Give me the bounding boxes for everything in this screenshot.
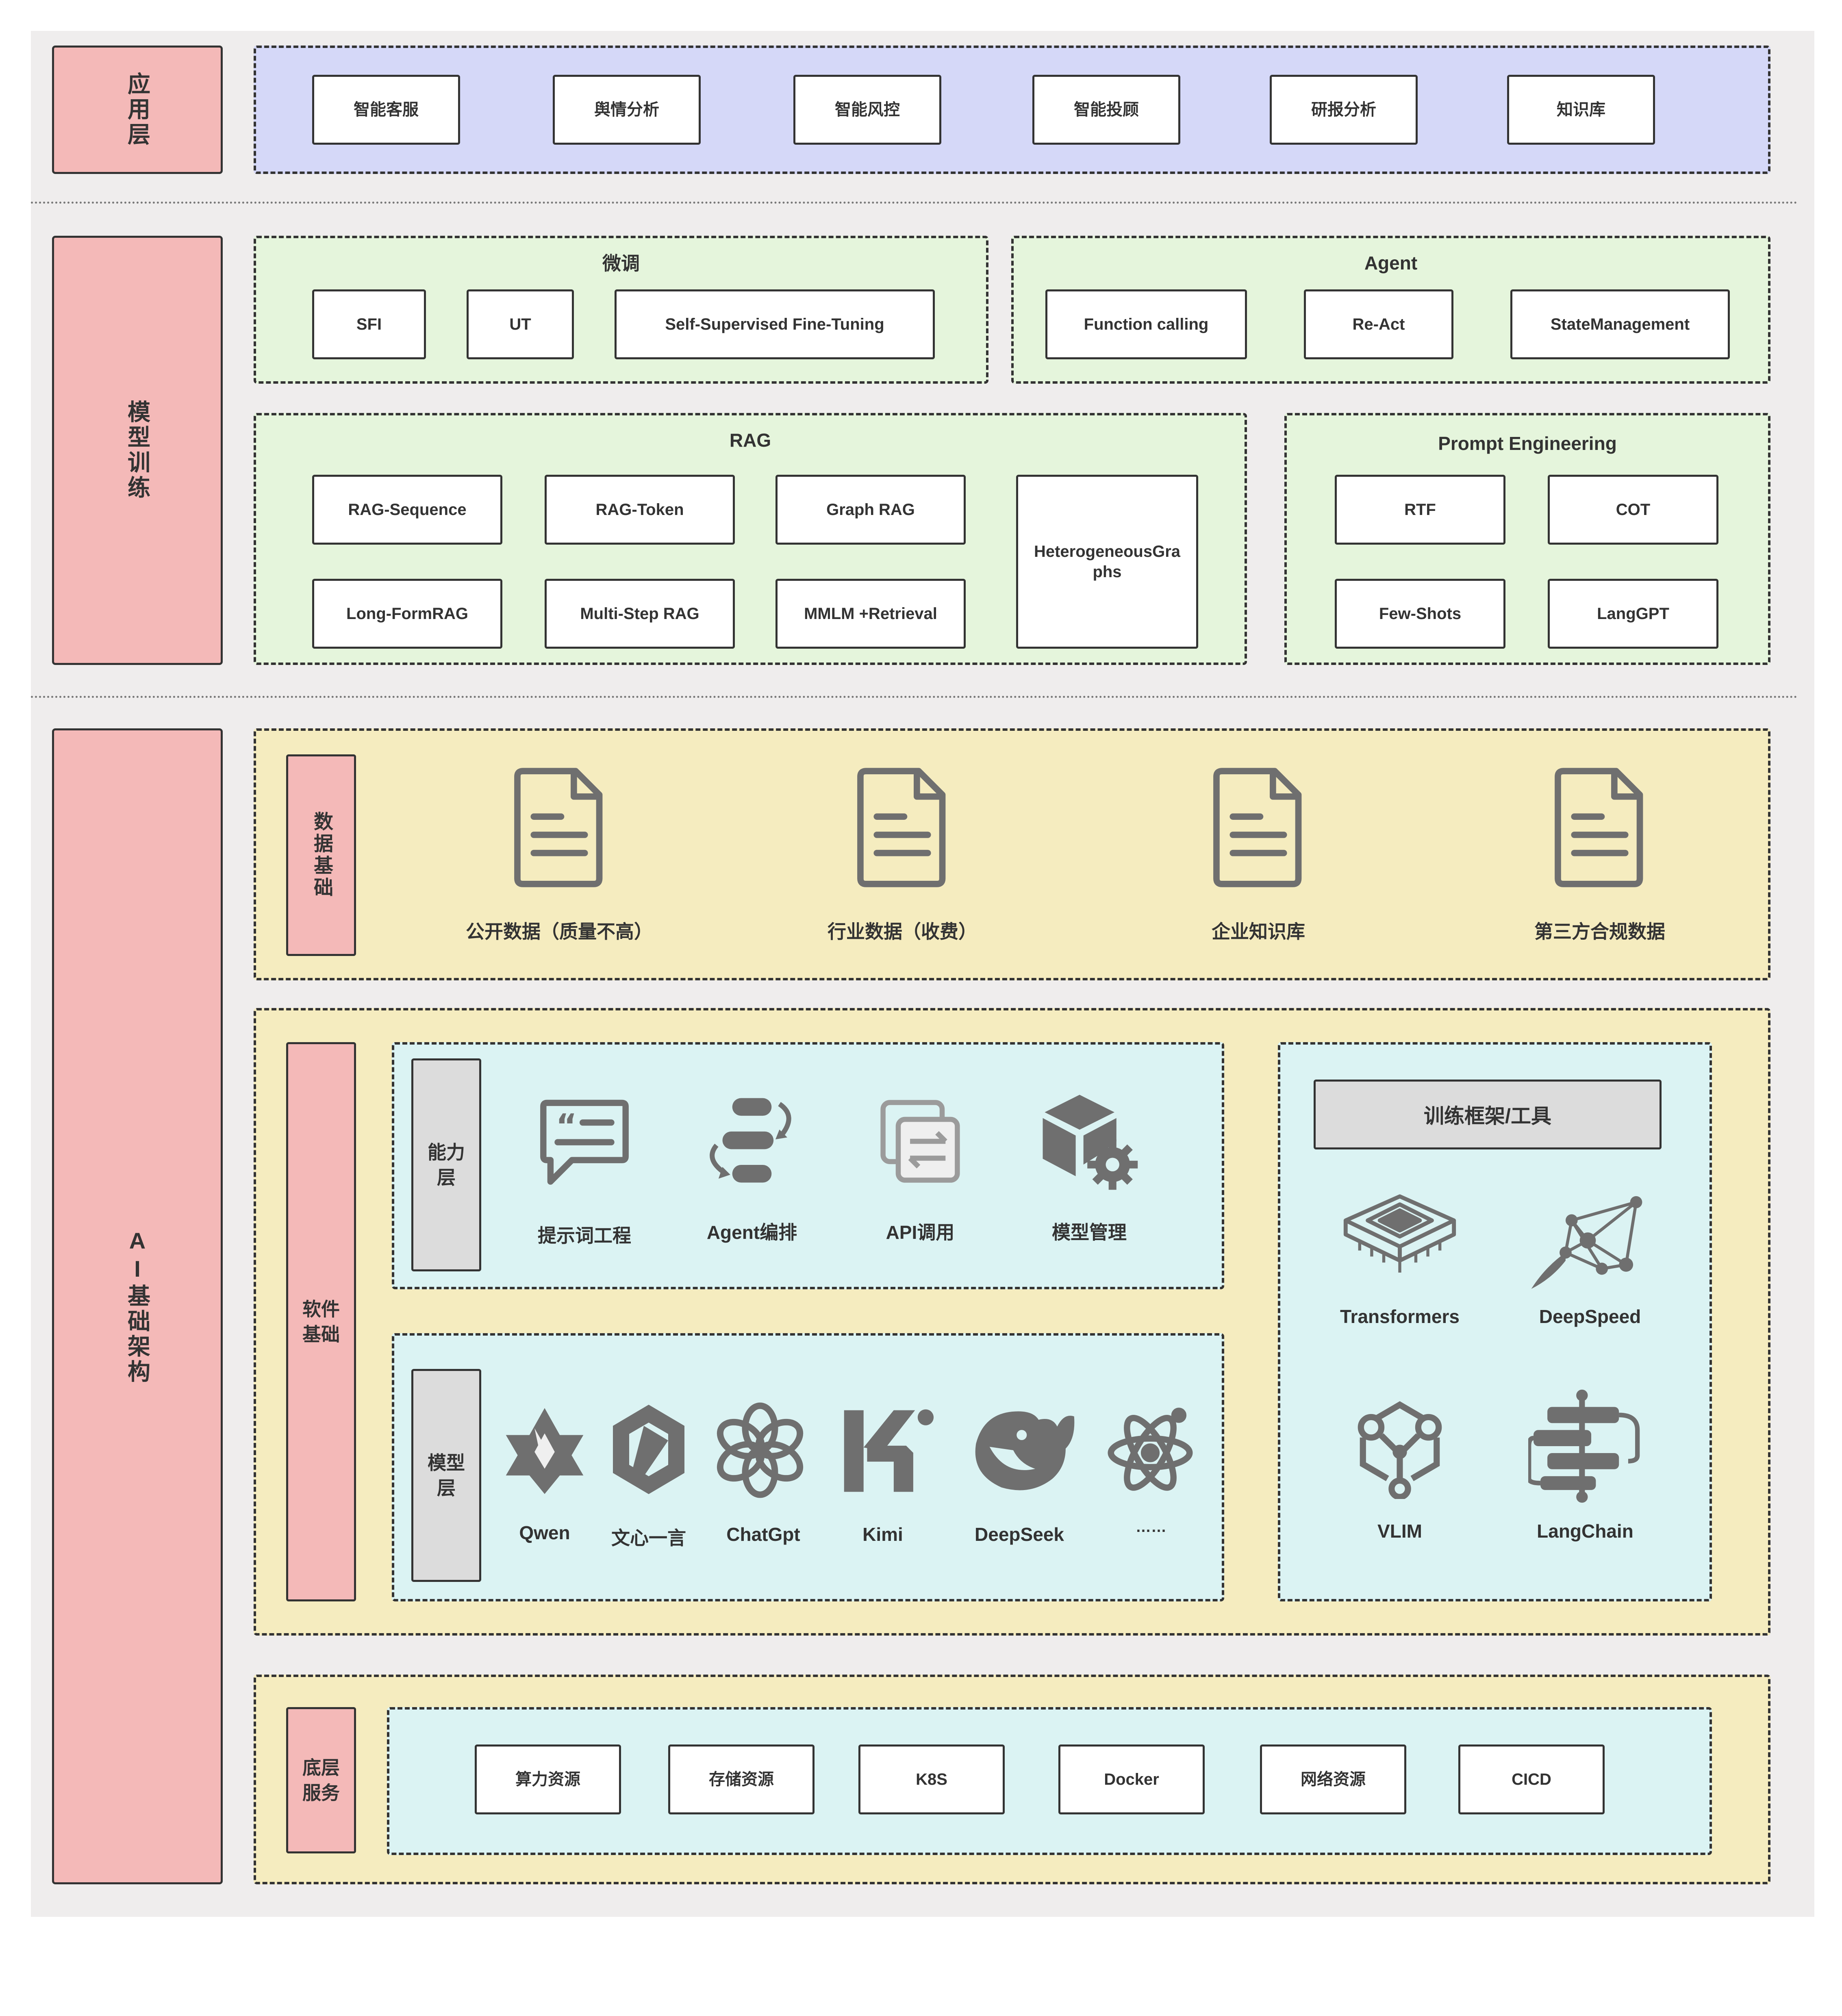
capability-item-label: API调用 [886, 1222, 955, 1243]
capability-layer-panel [392, 1042, 1224, 1289]
model-item-label: Qwen [519, 1522, 570, 1543]
chain-stack-icon [1528, 1388, 1640, 1504]
app-item: 知识库 [1507, 75, 1655, 145]
base-service-item: CICD [1458, 1744, 1605, 1814]
infra-layer-label: AI基础架构 [121, 1228, 154, 1385]
agent-title: Agent [1364, 252, 1418, 274]
prompt-item: COT [1548, 475, 1718, 545]
quote-chat-icon: “ [540, 1097, 629, 1185]
training-layer-label-box: 模型训练 [52, 236, 223, 665]
rag-item: Long-FormRAG [312, 579, 502, 649]
finetune-item: Self-Supervised Fine-Tuning [615, 289, 935, 359]
app-item: 智能客服 [312, 75, 460, 145]
prompt-item: LangGPT [1548, 579, 1718, 649]
base-service-label-box: 底层服务 [286, 1707, 356, 1853]
agent-item: StateManagement [1510, 289, 1730, 359]
base-service-label: 底层服务 [302, 1757, 340, 1803]
rag-item: Multi-Step RAG [545, 579, 735, 649]
app-layer-label: 应用层 [124, 72, 150, 148]
data-item-label: 企业知识库 [1212, 921, 1305, 942]
wenxin-logo-icon [608, 1401, 689, 1497]
deepseek-logo-icon [971, 1408, 1078, 1492]
kimi-logo-icon [841, 1405, 938, 1497]
layer-separator [31, 202, 1798, 204]
rag-item: MMLM +Retrieval [775, 579, 966, 649]
finetune-title: 微调 [602, 253, 640, 274]
model-layer-label: 模型层 [428, 1452, 465, 1499]
app-layer-label-box: 应用层 [52, 46, 223, 174]
infra-layer-label-box: AI基础架构 [52, 728, 223, 1884]
app-item: 舆情分析 [553, 75, 701, 145]
base-service-item: Docker [1058, 1744, 1205, 1814]
capability-item-label: 提示词工程 [538, 1225, 631, 1246]
document-icon [514, 767, 605, 888]
data-item-label: 行业数据（收费） [828, 921, 977, 942]
software-foundation-label: 软件基础 [302, 1298, 340, 1345]
app-item: 智能投顾 [1032, 75, 1180, 145]
cube-gear-icon [1040, 1091, 1138, 1192]
rag-item: RAG-Token [545, 475, 735, 545]
rag-item-tall: HeterogeneousGraphs [1016, 475, 1198, 649]
base-service-item: 算力资源 [475, 1744, 621, 1814]
document-icon [1213, 767, 1304, 888]
prompt-item: RTF [1335, 475, 1505, 545]
rag-item: Graph RAG [775, 475, 966, 545]
hex-network-icon [1353, 1397, 1447, 1499]
finetune-item: UT [467, 289, 574, 359]
capability-item-label: Agent编排 [706, 1222, 797, 1243]
model-item-label: Kimi [862, 1524, 903, 1545]
prompt-item: Few-Shots [1335, 579, 1505, 649]
model-item-label: …… [1136, 1519, 1166, 1536]
model-item-label: DeepSeek [975, 1524, 1064, 1545]
document-icon [1554, 767, 1645, 888]
atom-icon [1106, 1406, 1195, 1496]
data-foundation-panel [254, 728, 1770, 980]
document-icon [857, 767, 948, 888]
layer-separator [31, 696, 1798, 698]
data-foundation-label: 数据基础 [311, 811, 332, 899]
capability-layer-label: 能力层 [428, 1141, 465, 1188]
api-swap-icon [878, 1097, 962, 1185]
framework-item-label: Transformers [1340, 1306, 1460, 1327]
agent-item: Re-Act [1304, 289, 1453, 359]
prompt-title: Prompt Engineering [1438, 433, 1617, 454]
infra-layer-label-text: AI基础架构 [124, 1228, 150, 1385]
data-foundation-label-box: 数据基础 [286, 754, 356, 956]
chatgpt-logo-icon [714, 1401, 806, 1499]
app-item: 智能风控 [793, 75, 941, 145]
chip-icon [1340, 1190, 1460, 1291]
model-item-label: 文心一言 [611, 1527, 686, 1549]
framework-item-label: LangChain [1537, 1521, 1633, 1542]
base-service-item: 存储资源 [668, 1744, 815, 1814]
svg-text:“: “ [556, 1107, 577, 1145]
capability-item-label: 模型管理 [1052, 1222, 1127, 1243]
base-service-item: K8S [858, 1744, 1005, 1814]
agent-flow-icon [702, 1094, 802, 1188]
agent-item: Function calling [1045, 289, 1247, 359]
base-service-item: 网络资源 [1260, 1744, 1406, 1814]
rag-title: RAG [729, 430, 771, 451]
finetune-item: SFI [312, 289, 426, 359]
framework-title: 训练框架/工具 [1314, 1080, 1662, 1149]
model-layer-label-box: 模型层 [411, 1369, 481, 1582]
graph-nodes-icon [1525, 1190, 1649, 1291]
framework-item-label: DeepSpeed [1539, 1306, 1641, 1327]
software-foundation-label-box: 软件基础 [286, 1042, 356, 1601]
capability-layer-label-box: 能力层 [411, 1058, 481, 1271]
rag-item: RAG-Sequence [312, 475, 502, 545]
training-layer-label: 模型训练 [124, 400, 150, 501]
qwen-logo-icon [502, 1405, 587, 1497]
framework-item-label: VLIM [1377, 1521, 1422, 1542]
data-item-label: 第三方合规数据 [1534, 921, 1665, 942]
data-item-label: 公开数据（质量不高） [466, 921, 653, 942]
model-item-label: ChatGpt [726, 1524, 800, 1545]
app-item: 研报分析 [1270, 75, 1418, 145]
